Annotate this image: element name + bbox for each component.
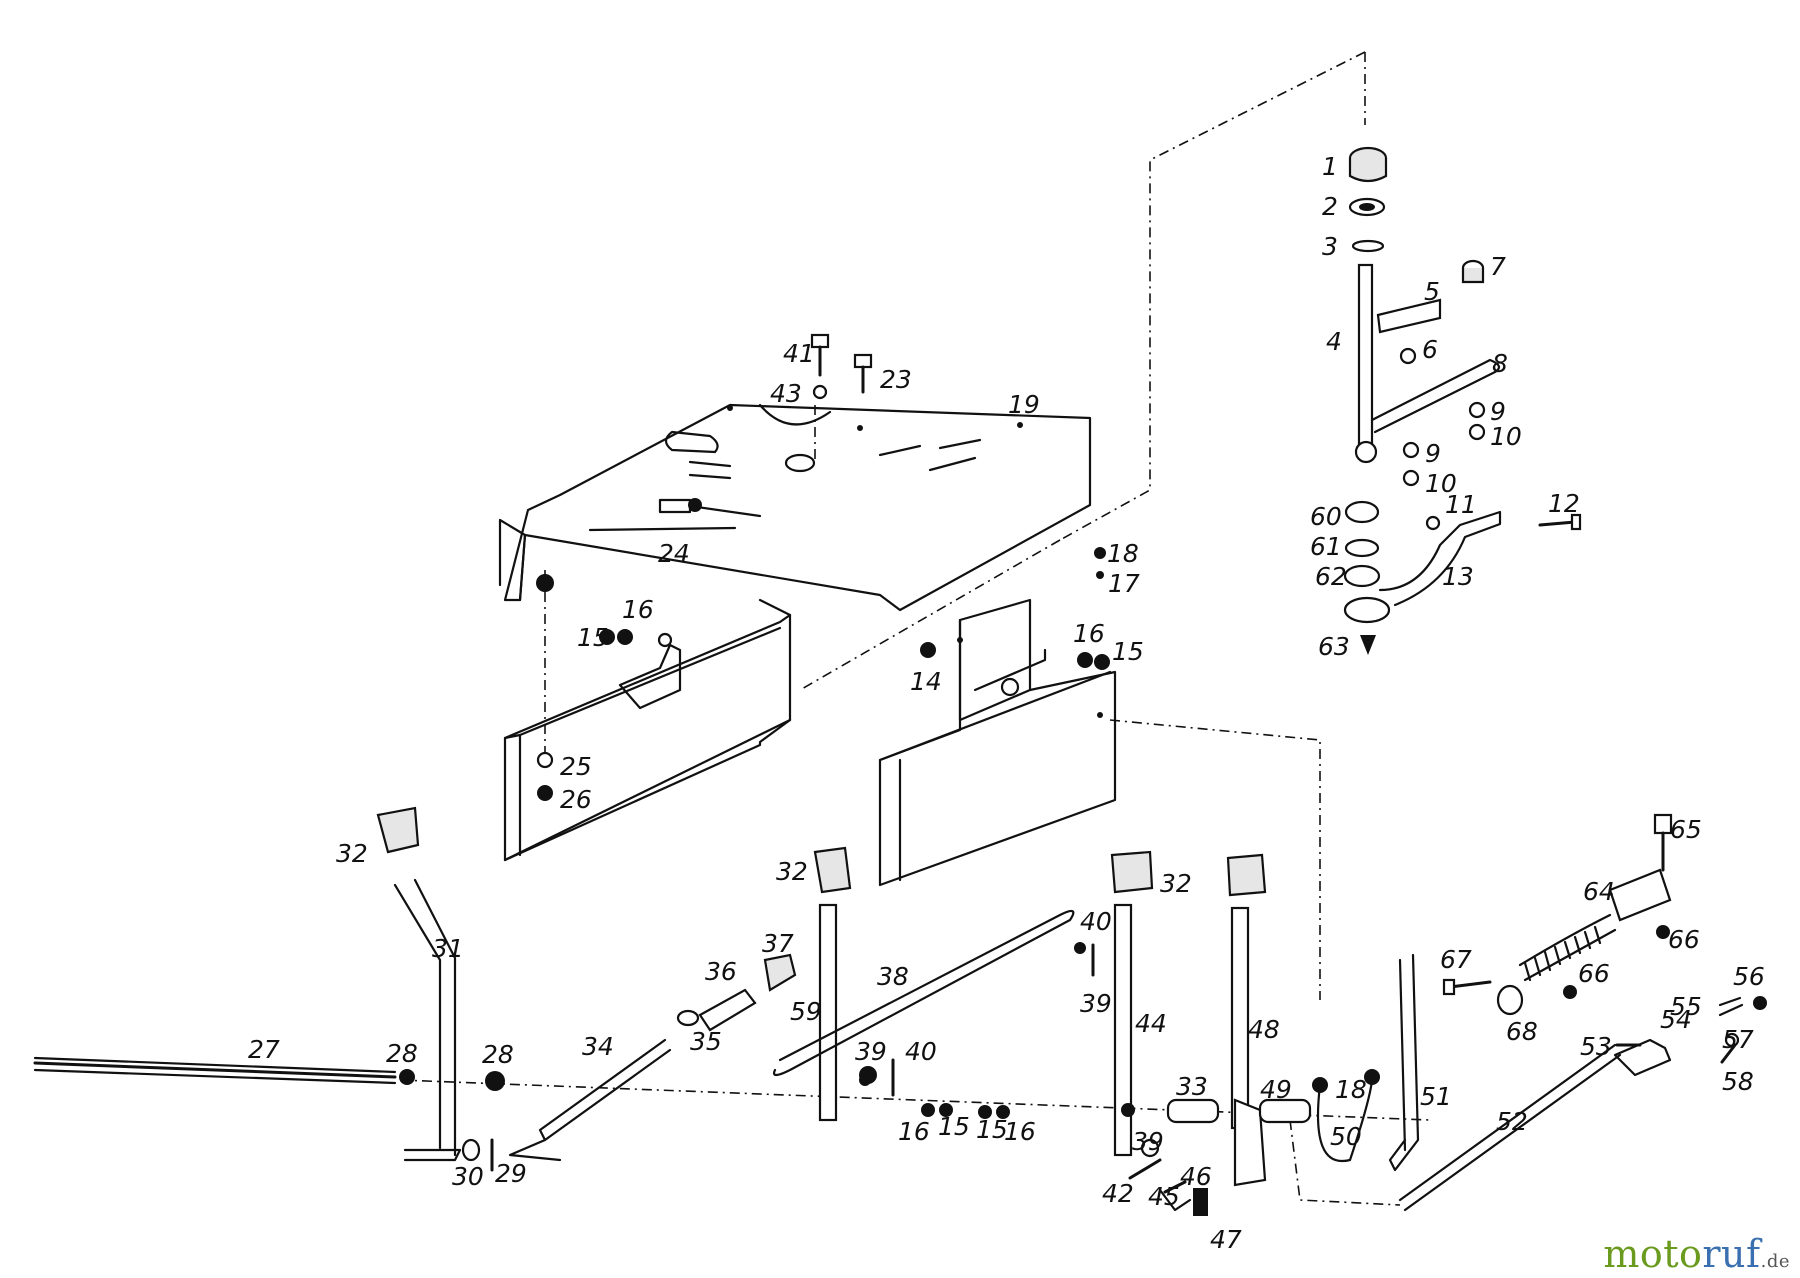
part-label-34: 34	[582, 1032, 614, 1061]
part-label-11: 11	[1445, 490, 1477, 519]
part-label-18b: 18	[1335, 1075, 1367, 1104]
part-label-29: 29	[495, 1159, 527, 1188]
part-label-35: 35	[690, 1027, 722, 1056]
part-label-17: 17	[1108, 569, 1140, 598]
part-label-39b: 39	[855, 1037, 887, 1066]
part-label-28a: 28	[386, 1039, 418, 1068]
part-label-39a: 39	[1080, 989, 1112, 1018]
part-label-8: 8	[1492, 349, 1508, 378]
part-label-1: 1	[1322, 152, 1338, 181]
part-label-30: 30	[452, 1162, 484, 1191]
part-label-12: 12	[1548, 489, 1580, 518]
pivot-shaft	[1348, 146, 1501, 487]
part-label-45: 45	[1148, 1182, 1180, 1211]
part-label-10a: 10	[1490, 422, 1522, 451]
steering-arm	[1343, 500, 1582, 655]
part-label-16b: 16	[1073, 619, 1105, 648]
part-label-43: 43	[770, 379, 802, 408]
part-label-9b: 9	[1425, 439, 1441, 468]
part-label-28b: 28	[482, 1040, 514, 1069]
part-label-37: 37	[762, 929, 794, 958]
part-label-36: 36	[705, 957, 737, 986]
part-label-32c: 32	[1160, 869, 1192, 898]
lever-assembly	[33, 806, 1622, 1216]
part-label-66a: 66	[1668, 925, 1700, 954]
part-label-59: 59	[790, 997, 822, 1026]
part-label-56: 56	[1733, 962, 1765, 991]
part-label-38: 38	[877, 962, 909, 991]
part-label-51: 51	[1420, 1082, 1452, 1111]
part-label-24: 24	[658, 539, 690, 568]
part-label-15c: 15	[938, 1112, 970, 1141]
washers	[599, 629, 1110, 670]
part-label-57: 57	[1722, 1025, 1754, 1054]
part-label-33: 33	[1176, 1072, 1208, 1101]
part-label-6: 6	[1422, 335, 1438, 364]
part-label-5: 5	[1424, 277, 1440, 306]
part-label-4: 4	[1326, 327, 1342, 356]
part-label-15a: 15	[577, 623, 609, 652]
part-label-26: 26	[560, 785, 592, 814]
part-label-16a: 16	[622, 595, 654, 624]
spring-assembly	[1442, 813, 1767, 1077]
part-label-9a: 9	[1490, 397, 1506, 426]
part-label-66b: 66	[1578, 959, 1610, 988]
part-label-62: 62	[1315, 562, 1347, 591]
part-label-32b: 32	[776, 857, 808, 886]
part-label-53: 53	[1580, 1032, 1612, 1061]
part-label-44: 44	[1135, 1009, 1167, 1038]
part-label-39c: 39	[1132, 1127, 1164, 1156]
part-label-46: 46	[1180, 1162, 1212, 1191]
part-label-63: 63	[1318, 632, 1350, 661]
right-bracket	[878, 598, 1117, 887]
part-label-65: 65	[1670, 815, 1702, 844]
part-label-41: 41	[783, 339, 815, 368]
part-label-58: 58	[1722, 1067, 1754, 1096]
part-label-48: 48	[1248, 1015, 1280, 1044]
part-label-49: 49	[1260, 1075, 1292, 1104]
part-label-47: 47	[1210, 1225, 1242, 1254]
part-label-16c: 16	[898, 1117, 930, 1146]
part-label-61: 61	[1310, 532, 1342, 561]
part-label-3: 3	[1322, 232, 1338, 261]
part-label-2: 2	[1322, 192, 1338, 221]
part-label-55: 55	[1670, 992, 1702, 1021]
part-label-67: 67	[1440, 945, 1472, 974]
part-label-52: 52	[1496, 1107, 1528, 1136]
part-label-60: 60	[1310, 502, 1342, 531]
part-label-18a: 18	[1107, 539, 1139, 568]
part-label-15d: 15	[976, 1115, 1008, 1144]
part-label-15b: 15	[1112, 637, 1144, 666]
part-label-14: 14	[910, 667, 942, 696]
part-label-25: 25	[560, 752, 592, 781]
part-label-27: 27	[248, 1035, 280, 1064]
part-label-68: 68	[1506, 1017, 1538, 1046]
part-label-54: 54	[1660, 1005, 1692, 1034]
part-label-40a: 40	[1080, 907, 1112, 936]
part-label-50: 50	[1330, 1122, 1362, 1151]
part-label-31: 31	[432, 934, 464, 963]
part-label-7: 7	[1490, 252, 1506, 281]
part-label-42: 42	[1102, 1179, 1134, 1208]
left-bracket	[503, 598, 792, 862]
part-label-19: 19	[1008, 390, 1040, 419]
motoruf-watermark: motoruf.de	[1603, 1232, 1790, 1276]
part-label-64: 64	[1583, 877, 1615, 906]
part-label-32a: 32	[336, 839, 368, 868]
part-label-23: 23	[880, 365, 912, 394]
mounting-bolts	[536, 333, 1106, 801]
part-label-10b: 10	[1425, 469, 1457, 498]
seat-plate	[498, 403, 1092, 612]
part-label-13: 13	[1442, 562, 1474, 591]
part-label-40b: 40	[905, 1037, 937, 1066]
part-label-16d: 16	[1004, 1117, 1036, 1146]
